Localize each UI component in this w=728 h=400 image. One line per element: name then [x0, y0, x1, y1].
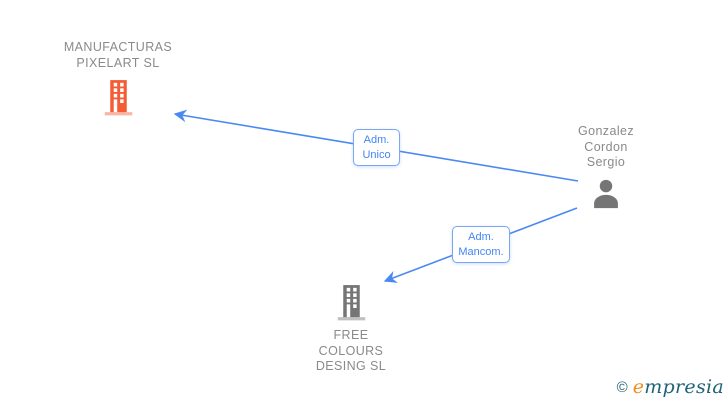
brand-name: empresia: [633, 376, 724, 398]
building-icon: [104, 80, 132, 116]
company-name-label: FREE COLOURS DESING SL: [315, 328, 387, 373]
person-name-label: Gonzalez Cordon Sergio: [577, 124, 634, 169]
building-icon: [337, 285, 365, 321]
edge-label-adm-mancom[interactable]: Adm. Mancom.: [452, 226, 510, 263]
node-company-manufacturas-pixelart[interactable]: MANUFACTURAS PIXELART SL: [23, 40, 213, 117]
edge-label-adm-unico[interactable]: Adm. Unico: [353, 129, 400, 166]
node-company-free-colours-desing[interactable]: FREE COLOURS DESING SL: [271, 283, 431, 375]
node-person-gonzalez-cordon-sergio[interactable]: Gonzalez Cordon Sergio: [526, 124, 686, 210]
person-icon: [594, 179, 618, 208]
copyright-icon: ©: [616, 378, 628, 396]
brand-initial: e: [632, 376, 645, 398]
company-name-label: MANUFACTURAS PIXELART SL: [63, 40, 173, 70]
brand-rest: mpresia: [644, 376, 724, 398]
empresia-logo[interactable]: © empresia: [617, 376, 724, 398]
